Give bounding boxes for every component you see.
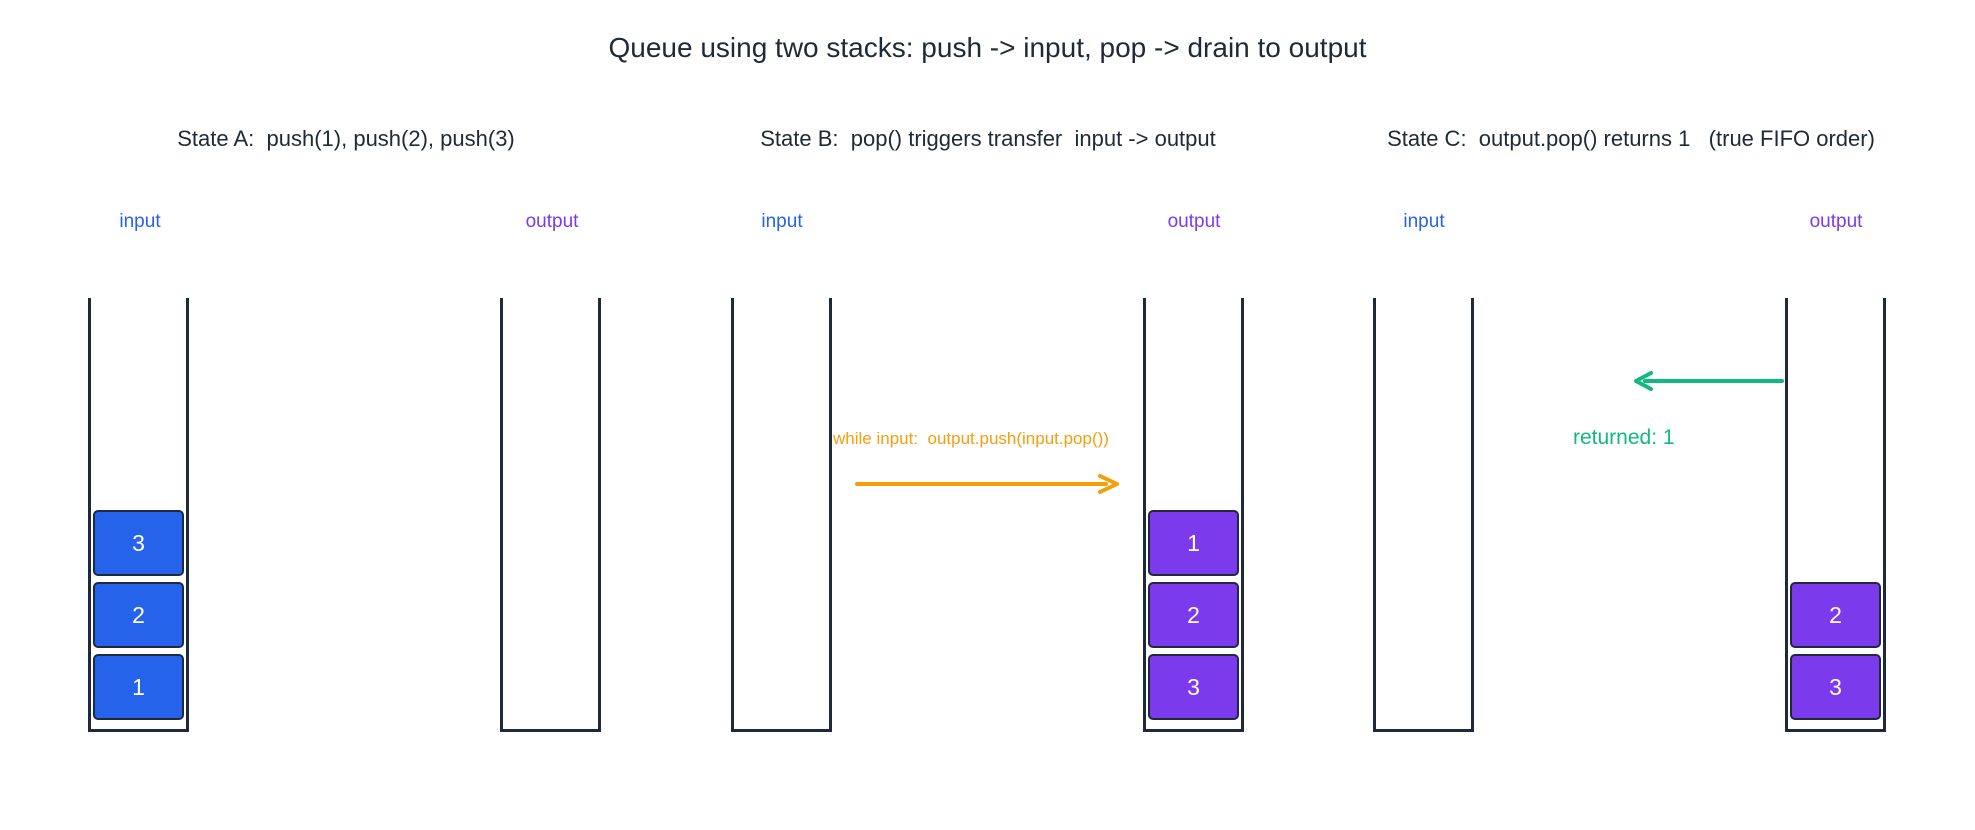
stack-item: 1 [1148, 510, 1239, 576]
stack-item: 2 [1148, 582, 1239, 648]
state-c-output-label: output [1809, 211, 1863, 232]
state-b-input-stack [731, 298, 832, 732]
state-b-output-label: output [1167, 211, 1221, 232]
state-b-input-label: input [761, 211, 803, 232]
state-b-title: State B: pop() triggers transfer input -… [760, 126, 1216, 151]
state-a-output-stack [500, 298, 601, 732]
stack-item: 2 [1790, 582, 1881, 648]
stack-item: 3 [1148, 654, 1239, 720]
stack-item: 3 [1790, 654, 1881, 720]
returned-annotation: returned: 1 [1573, 426, 1675, 449]
state-c-input-stack [1373, 298, 1474, 732]
state-c-input-label: input [1403, 211, 1445, 232]
stack-item: 1 [93, 654, 184, 720]
return-arrow [1634, 371, 1784, 391]
stack-item: 2 [93, 582, 184, 648]
state-b-output-stack: 3 2 1 [1143, 298, 1244, 732]
transfer-arrow [855, 474, 1119, 494]
state-c-output-stack: 3 2 [1785, 298, 1886, 732]
state-a-input-stack: 1 2 3 [88, 298, 189, 732]
state-c-title: State C: output.pop() returns 1 (true FI… [1387, 126, 1875, 151]
state-a-input-label: input [119, 211, 161, 232]
stack-item: 3 [93, 510, 184, 576]
transfer-annotation: while input: output.push(input.pop()) [833, 429, 1109, 448]
state-a-title: State A: push(1), push(2), push(3) [177, 126, 515, 151]
state-a-output-label: output [525, 211, 579, 232]
diagram-title: Queue using two stacks: push -> input, p… [608, 32, 1367, 63]
